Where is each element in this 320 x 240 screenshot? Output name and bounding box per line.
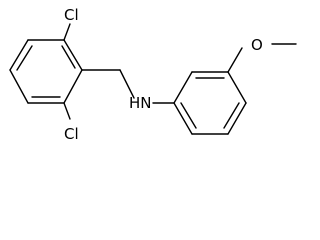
methoxyphenyl-ring	[173, 71, 247, 135]
double-bond	[61, 45, 76, 69]
c-cl-bond-bottom	[63, 102, 71, 120]
bond	[173, 71, 193, 104]
bond	[63, 69, 83, 104]
double-bond	[223, 102, 240, 129]
bond	[173, 102, 193, 135]
structure-drawing: Cl Cl HN O	[9, 6, 297, 143]
bond	[63, 39, 83, 71]
chlorine-label-top: Cl	[64, 6, 79, 24]
double-bond	[16, 45, 33, 71]
bond	[227, 71, 247, 104]
oxygen-label: O	[251, 36, 263, 54]
bond	[9, 69, 29, 104]
c-cl-bond-top	[63, 23, 71, 41]
double-bond	[180, 102, 197, 129]
amine-label: HN	[129, 94, 152, 112]
aryl-o-bond	[227, 47, 243, 73]
bond	[227, 102, 247, 135]
chlorine-label-bottom: Cl	[64, 125, 79, 143]
bond	[9, 39, 29, 71]
dichlorophenyl-ring	[9, 39, 83, 104]
ch2-n-bond	[119, 69, 135, 99]
